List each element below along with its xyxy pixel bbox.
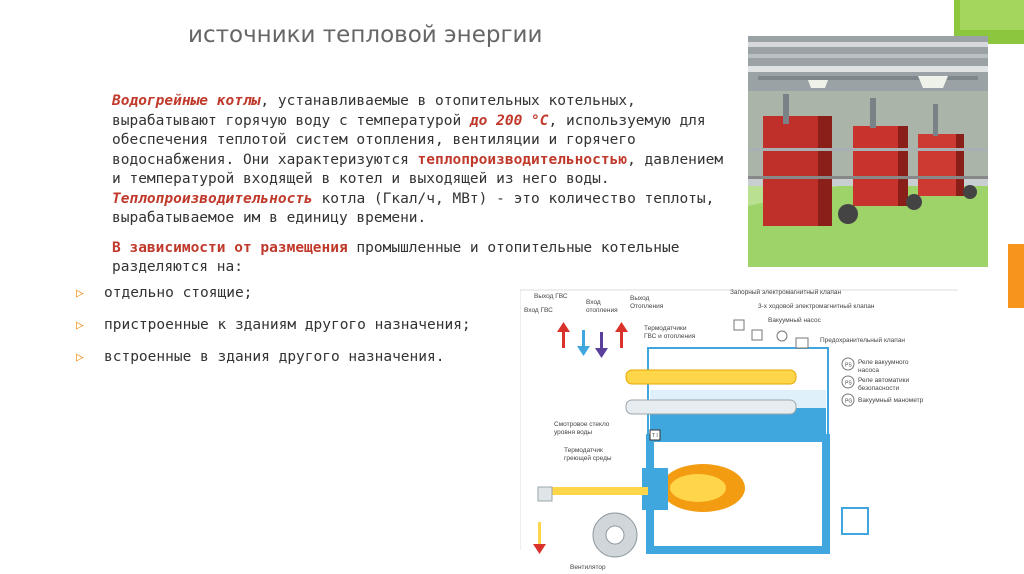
paragraph-placement: В зависимости от размещения промышленные… bbox=[76, 239, 736, 278]
list-item-text: встроенные в здания другого назначения. bbox=[104, 348, 445, 365]
term-placement: В зависимости от размещения bbox=[112, 239, 348, 256]
slide-body: Водогрейные котлы, устанавливаемые в ото… bbox=[76, 92, 736, 380]
label-thermo-heat: Термодатчик bbox=[564, 447, 603, 454]
label-in-heat-2: отопления bbox=[586, 307, 618, 314]
term-water-boilers: Водогрейные котлы bbox=[112, 93, 261, 109]
slide-title: источники тепловой энергии bbox=[188, 22, 543, 48]
list-item: ▷ пристроенные к зданиям другого назначен… bbox=[76, 316, 736, 348]
label-safety-valve: Предохранительный клапан bbox=[820, 336, 905, 344]
label-pg: PG bbox=[845, 399, 852, 405]
label-out-heat-2: Отопления bbox=[630, 303, 664, 310]
term-heat-output: теплопроизводительностью bbox=[417, 151, 628, 168]
label-fan: Вентилятор bbox=[570, 564, 606, 571]
label-ps-1: PS bbox=[845, 363, 852, 369]
label-sight-glass-2: уровня воды bbox=[554, 429, 592, 436]
list-item-text: пристроенные к зданиям другого назначени… bbox=[104, 316, 471, 333]
label-relay-safety-2: безопасности bbox=[858, 384, 899, 392]
label-vacuum-gauge: Вакуумный манометр bbox=[858, 396, 924, 404]
temperature-value: до 200 °С bbox=[469, 112, 549, 129]
label-thermo-2: ГВС и отопления bbox=[644, 333, 696, 340]
boiler-diagram: Выход ГВС Вход ГВС Вход отопления Выход … bbox=[520, 282, 958, 574]
triangle-right-icon: ▷ bbox=[76, 285, 84, 301]
label-three-way-valve: 3-х ходовой электромагнитный клапан bbox=[758, 302, 875, 310]
corner-decoration-light-green bbox=[960, 0, 1024, 30]
label-out-gvs: Выход ГВС bbox=[534, 293, 568, 300]
label-shutoff-valve: Запорный электромагнитный клапан bbox=[730, 288, 842, 296]
label-in-heat: Вход bbox=[586, 299, 601, 306]
paragraph-text: промышленные и отопительные котельные ра… bbox=[112, 239, 680, 276]
paragraph-boilers: Водогрейные котлы, устанавливаемые в ото… bbox=[76, 92, 736, 229]
paragraph-text: котла (Гкал/ч, МВт) - это количество теп… bbox=[112, 190, 715, 227]
paragraph-text: , используемую для обеспечения теплотой … bbox=[112, 112, 706, 168]
boiler-room-photo bbox=[748, 36, 988, 267]
term-heat-output-italic: Теплопроизводительность bbox=[112, 190, 313, 207]
paragraph-text: , устанавливаемые в отопительных котельн… bbox=[112, 93, 636, 129]
list-item: ▷ встроенные в здания другого назначения. bbox=[76, 348, 736, 380]
label-relay-vacuum: Реле вакуумного bbox=[858, 359, 909, 366]
paragraph-text: , давлением и температурой входящей в ко… bbox=[112, 151, 724, 188]
triangle-right-icon: ▷ bbox=[76, 349, 84, 365]
label-relay-safety: Реле автоматики bbox=[858, 377, 909, 384]
list-item: ▷ отдельно стоящие; bbox=[76, 284, 736, 316]
label-thermo-heat-2: греющей среды bbox=[564, 454, 612, 462]
placement-list: ▷ отдельно стоящие; ▷ пристроенные к здани… bbox=[76, 284, 736, 380]
label-ti: T I bbox=[652, 433, 658, 439]
label-in-gvs: Вход ГВС bbox=[524, 307, 553, 314]
triangle-right-icon: ▷ bbox=[76, 317, 84, 333]
label-vacuum-pump: Вакуумный насос bbox=[768, 316, 822, 324]
side-decoration-orange bbox=[1008, 244, 1024, 308]
list-item-text: отдельно стоящие; bbox=[104, 284, 253, 301]
label-out-heat: Выход bbox=[630, 295, 650, 302]
label-ps-2: PS bbox=[845, 381, 852, 387]
label-relay-vacuum-2: насоса bbox=[858, 367, 879, 374]
label-thermo: Термодатчики bbox=[644, 325, 687, 332]
label-sight-glass: Смотровое стекло bbox=[554, 421, 610, 428]
